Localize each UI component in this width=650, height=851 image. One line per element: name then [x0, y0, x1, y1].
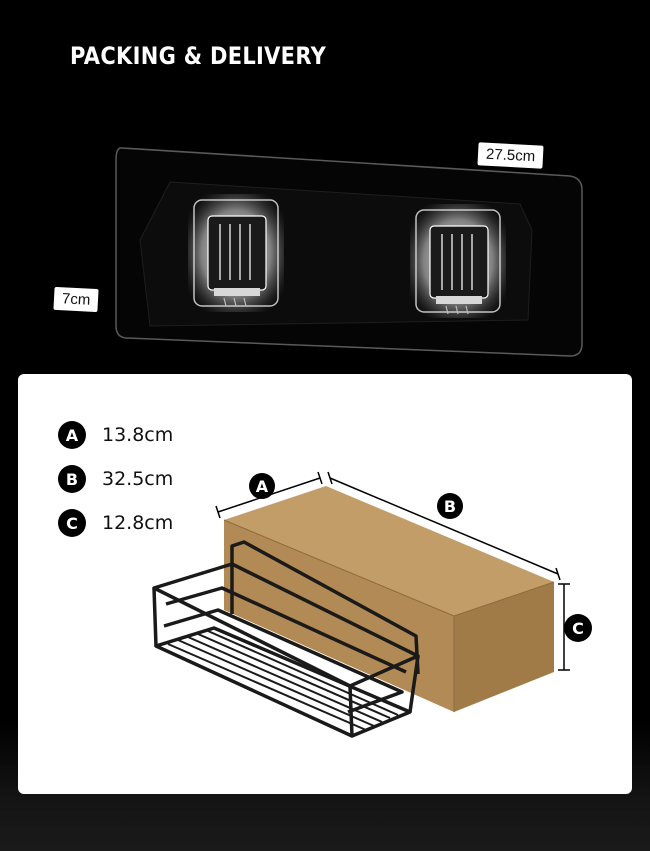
badge-c: C	[58, 509, 86, 537]
dimension-c-value: 12.8cm	[102, 512, 174, 534]
hook-left	[188, 194, 284, 312]
plate-height-label: 7cm	[53, 286, 99, 313]
box-dim-marker-a-text: A	[256, 477, 269, 496]
dimension-legend-a: A 13.8cm	[58, 421, 173, 449]
adhesive-plate-illustration	[115, 147, 583, 357]
shipping-box	[223, 486, 555, 712]
badge-a: A	[58, 421, 86, 449]
dimension-legend-c: C 12.8cm	[58, 509, 173, 537]
box-and-basket-illustration: A B C	[152, 471, 592, 738]
badge-b: B	[58, 465, 86, 493]
page-title: PACKING & DELIVERY	[70, 42, 327, 70]
dimension-b-value: 32.5cm	[102, 468, 174, 490]
plate-width-label: 27.5cm	[477, 142, 544, 169]
dimension-legend-b: B 32.5cm	[58, 465, 173, 493]
box-dim-marker-a: A	[249, 473, 275, 499]
basket-bottom-wires	[167, 630, 399, 731]
wire-basket	[152, 540, 420, 738]
box-dim-marker-c: C	[564, 614, 592, 642]
dimension-a-value: 13.8cm	[102, 424, 174, 446]
dimensions-card: A 13.8cm B 32.5cm C 12.8cm	[18, 374, 632, 794]
box-dim-marker-b-text: B	[444, 497, 456, 516]
box-dim-marker-b: B	[437, 493, 463, 519]
box-dim-marker-c-text: C	[572, 619, 584, 638]
adhesive-plate-section: 27.5cm 7cm	[0, 130, 650, 370]
hook-right	[410, 204, 506, 318]
